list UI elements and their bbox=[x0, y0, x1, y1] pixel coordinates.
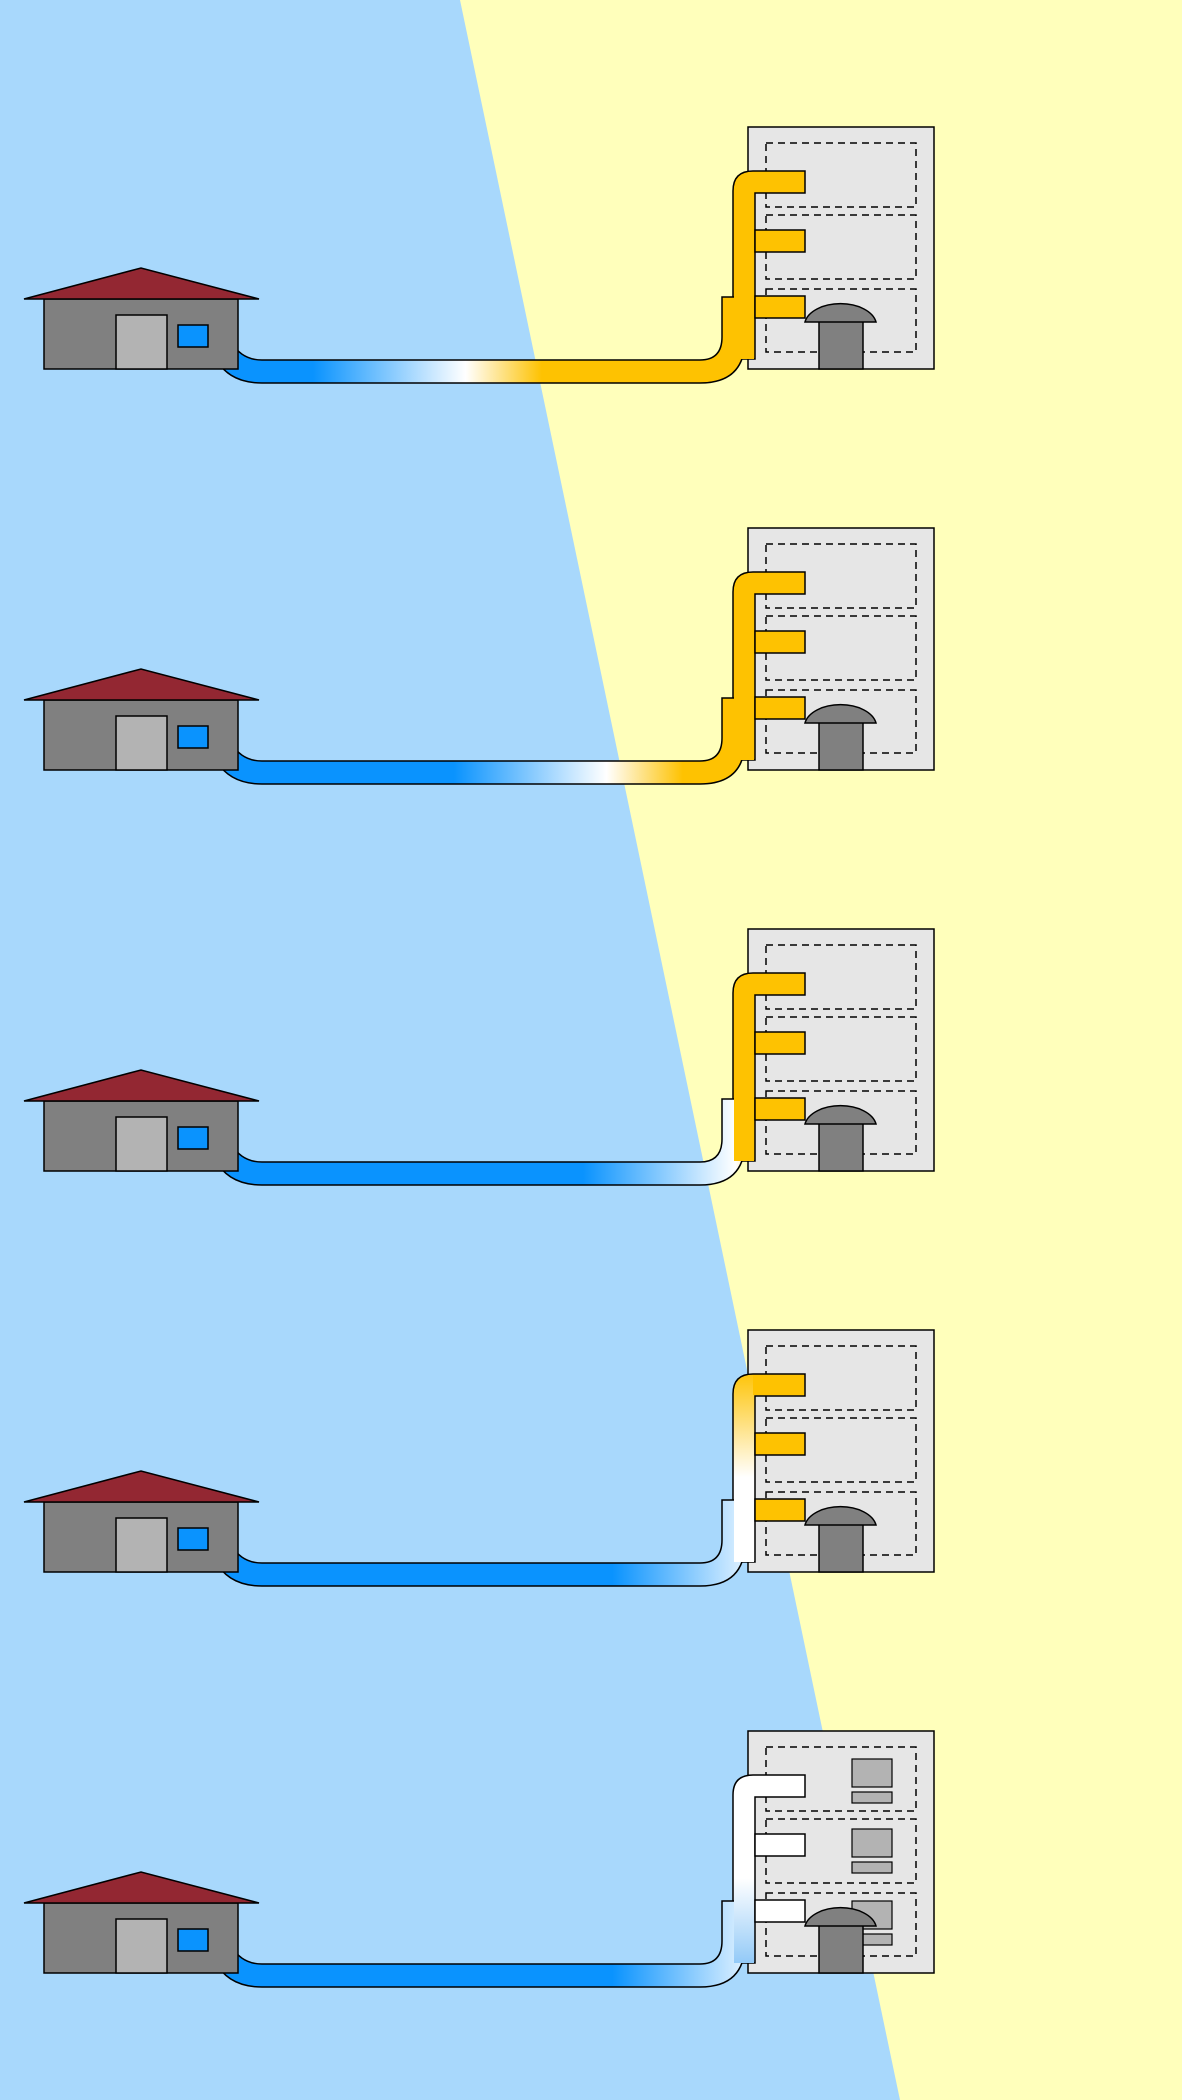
branch-pipe-bottom bbox=[754, 696, 806, 720]
riser-joint bbox=[734, 1891, 754, 1963]
branch-pipe-middle bbox=[754, 229, 806, 253]
branch-pipe-top bbox=[753, 172, 804, 192]
riser-joint bbox=[734, 287, 754, 359]
room-bar-2 bbox=[851, 1861, 893, 1874]
mushroom-cap bbox=[804, 1505, 877, 1526]
riser-joint bbox=[734, 1490, 754, 1562]
house-door bbox=[115, 715, 168, 771]
room-bar-1 bbox=[851, 1791, 893, 1804]
branch-pipe-middle bbox=[754, 1432, 806, 1456]
mushroom-cap bbox=[804, 703, 877, 724]
mushroom-stem bbox=[818, 1522, 864, 1573]
room-box-1 bbox=[851, 1758, 893, 1788]
house-pipe-stub bbox=[177, 324, 209, 348]
branch-pipe-bottom bbox=[754, 1498, 806, 1522]
mushroom-stem bbox=[818, 319, 864, 370]
house-door bbox=[115, 314, 168, 370]
house-door bbox=[115, 1116, 168, 1172]
branch-pipe-top bbox=[753, 1375, 804, 1395]
mushroom-stem bbox=[818, 1923, 864, 1974]
house-roof bbox=[23, 1871, 260, 1904]
stage-3 bbox=[23, 928, 935, 1186]
riser-joint bbox=[734, 688, 754, 760]
stage-5 bbox=[23, 1730, 935, 1988]
house-door bbox=[115, 1517, 168, 1573]
house-door bbox=[115, 1918, 168, 1974]
branch-pipe-middle bbox=[754, 630, 806, 654]
branch-pipe-top bbox=[753, 1776, 804, 1796]
house-pipe-stub bbox=[177, 1527, 209, 1551]
mushroom-cap bbox=[804, 1906, 877, 1927]
mushroom-cap bbox=[804, 302, 877, 323]
house-pipe-stub bbox=[177, 1928, 209, 1952]
stage-2 bbox=[23, 527, 935, 785]
branch-pipe-middle bbox=[754, 1833, 806, 1857]
house-roof bbox=[23, 267, 260, 300]
branch-pipe-top bbox=[753, 573, 804, 593]
house-roof bbox=[23, 668, 260, 701]
stage-1 bbox=[23, 126, 935, 384]
stages-group bbox=[23, 126, 935, 1988]
branch-pipe-bottom bbox=[754, 1097, 806, 1121]
mushroom-stem bbox=[818, 1121, 864, 1172]
house-pipe-stub bbox=[177, 1126, 209, 1150]
stage-4 bbox=[23, 1329, 935, 1587]
mushroom-stem bbox=[818, 720, 864, 771]
riser-joint bbox=[734, 1089, 754, 1161]
branch-pipe-top bbox=[753, 974, 804, 994]
house-roof bbox=[23, 1069, 260, 1102]
branch-pipe-bottom bbox=[754, 295, 806, 319]
house-roof bbox=[23, 1470, 260, 1503]
branch-pipe-middle bbox=[754, 1031, 806, 1055]
room-box-2 bbox=[851, 1828, 893, 1858]
mushroom-cap bbox=[804, 1104, 877, 1125]
house-pipe-stub bbox=[177, 725, 209, 749]
branch-pipe-bottom bbox=[754, 1899, 806, 1923]
